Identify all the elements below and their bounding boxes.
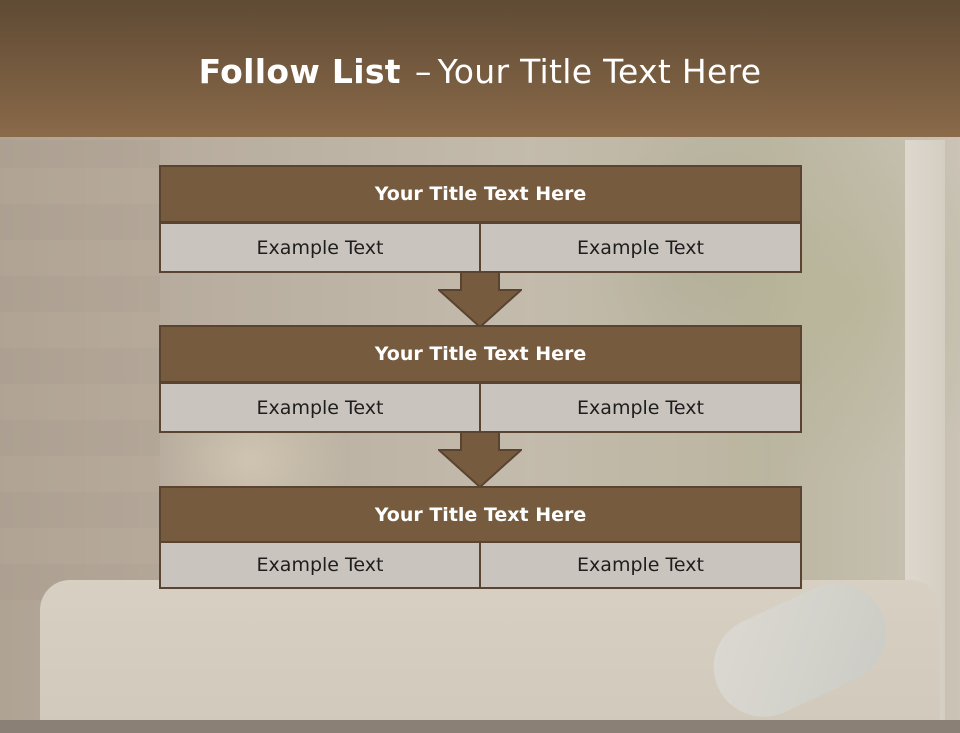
block-title: Your Title Text Here [159, 325, 802, 383]
block-title: Your Title Text Here [159, 486, 802, 544]
flow-block-1: Your Title Text Here Example Text Exampl… [159, 165, 802, 273]
down-arrow-icon [438, 432, 522, 488]
title-bar: Follow List–Your Title Text Here [0, 0, 960, 137]
block-cell-right: Example Text [479, 382, 802, 433]
block-cell-left: Example Text [159, 382, 481, 433]
block-cell-right: Example Text [479, 222, 802, 273]
block-title: Your Title Text Here [159, 165, 802, 223]
block-cell-right: Example Text [479, 541, 802, 589]
flow-block-2: Your Title Text Here Example Text Exampl… [159, 325, 802, 433]
slide-title-bold: Follow List [198, 52, 401, 91]
block-cell-left: Example Text [159, 222, 481, 273]
flow-block-3: Your Title Text Here Example Text Exampl… [159, 486, 802, 594]
slide-title-rest: Your Title Text Here [437, 52, 762, 91]
slide-title-dash: – [414, 52, 432, 91]
down-arrow-icon [438, 272, 522, 328]
block-cell-left: Example Text [159, 541, 481, 589]
slide-title: Follow List–Your Title Text Here [0, 52, 960, 91]
